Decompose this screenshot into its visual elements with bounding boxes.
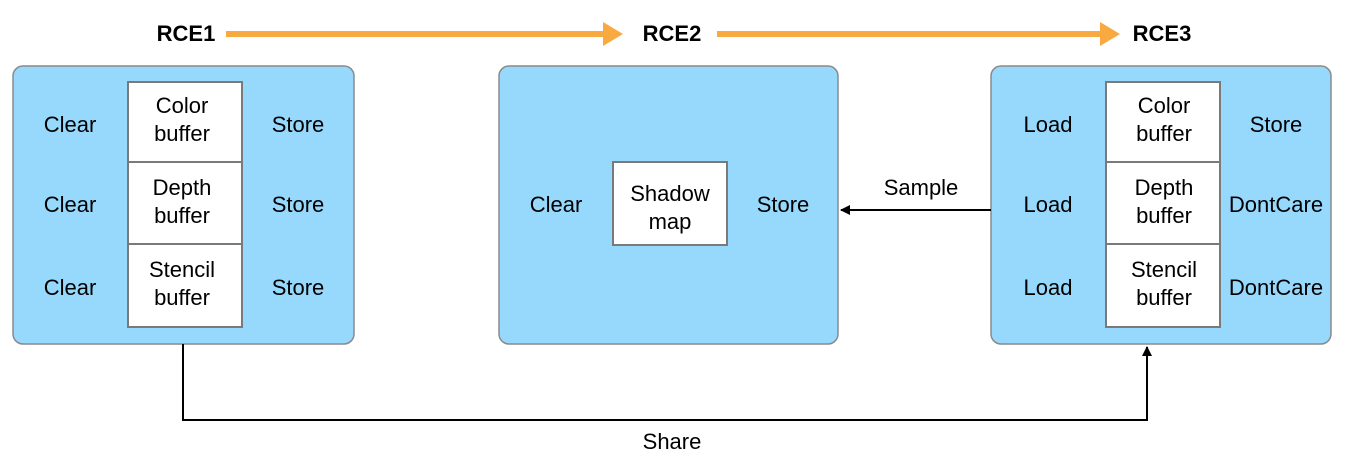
color-buffer <box>127 81 243 163</box>
shadow-map <box>612 161 728 246</box>
store-action: Store <box>1250 112 1303 137</box>
flow-arrow-2-3 <box>717 22 1120 46</box>
store-action: Store <box>272 275 325 300</box>
pass-box-rce3: Load Load Load Store DontCare DontCare C… <box>990 65 1332 345</box>
store-action: Store <box>272 192 325 217</box>
share-label: Share <box>643 429 702 454</box>
load-action: Load <box>1024 192 1073 217</box>
load-action: Clear <box>44 275 97 300</box>
share-edge: Share <box>182 344 1152 454</box>
load-action: Clear <box>44 192 97 217</box>
pass-title-rce3: RCE3 <box>1133 21 1192 46</box>
sample-edge: Sample <box>840 175 991 215</box>
store-action: Store <box>757 192 810 217</box>
pass-title-rce1: RCE1 <box>157 21 216 46</box>
store-action: DontCare <box>1229 192 1323 217</box>
depth-buffer <box>1105 161 1221 245</box>
load-action: Load <box>1024 275 1073 300</box>
load-action: Clear <box>44 112 97 137</box>
stencil-buffer <box>127 243 243 328</box>
pass-box-rce1: Clear Clear Clear Store Store Store Colo… <box>12 65 355 345</box>
load-action: Load <box>1024 112 1073 137</box>
store-action: DontCare <box>1229 275 1323 300</box>
store-action: Store <box>272 112 325 137</box>
stencil-buffer <box>1105 243 1221 328</box>
color-buffer <box>1105 81 1221 163</box>
flow-arrow-1-2 <box>226 22 623 46</box>
load-action: Clear <box>530 192 583 217</box>
sample-label: Sample <box>884 175 959 200</box>
pass-title-rce2: RCE2 <box>643 21 702 46</box>
